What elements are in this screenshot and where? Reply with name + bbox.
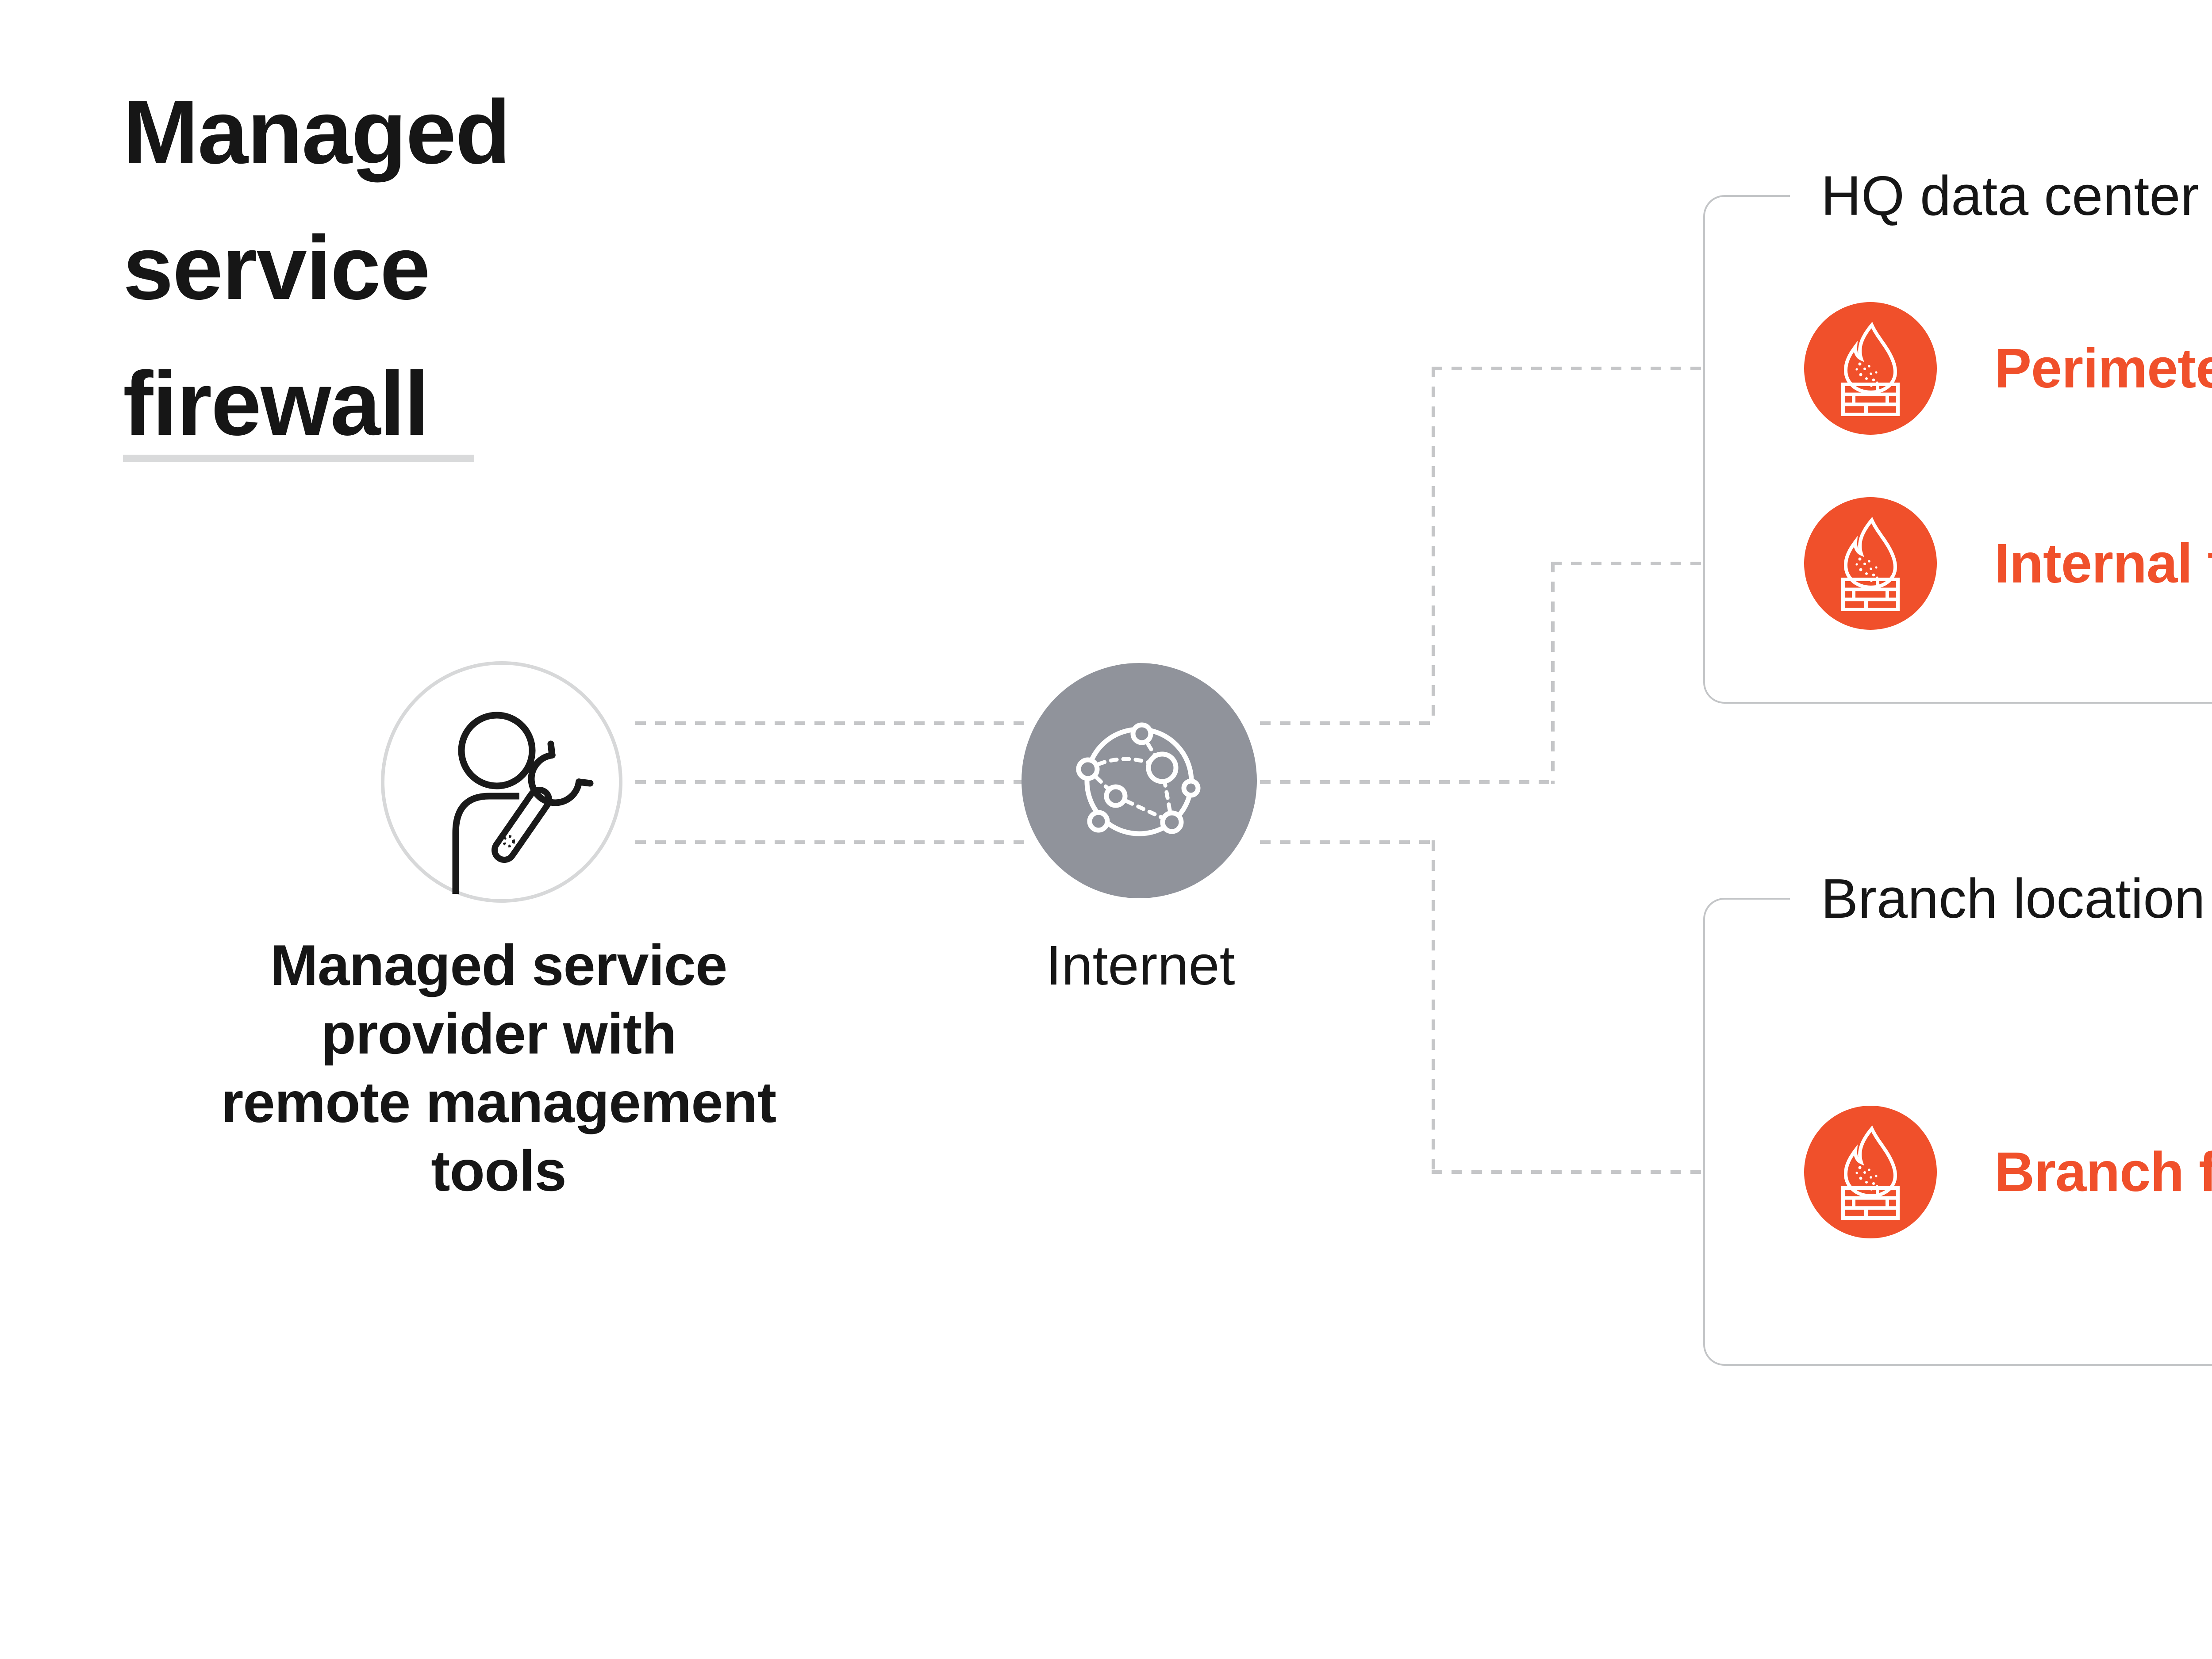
connector-internet-branch-h1 bbox=[1260, 840, 1435, 844]
msp-caption: Managed service provider with remote man… bbox=[221, 933, 777, 1203]
title-underline-rule bbox=[123, 455, 474, 462]
connector-internet-internal-h2 bbox=[1551, 562, 1792, 565]
branch-location-box bbox=[1703, 898, 2212, 1366]
perimeter-firewall-node bbox=[1804, 302, 1937, 435]
page-title: Managed service firewall bbox=[123, 81, 511, 454]
branch-firewalls-label: Branch firewalls bbox=[1994, 1141, 2212, 1203]
connector-internet-perimeter-h1 bbox=[1260, 721, 1435, 725]
connector-internet-perimeter-v bbox=[1432, 367, 1435, 725]
network-globe-icon bbox=[1076, 722, 1201, 836]
branch-box-label: Branch location bbox=[1790, 863, 2212, 935]
connector-internet-branch-v bbox=[1432, 840, 1435, 1174]
internet-node-circle bbox=[1022, 663, 1257, 898]
connector-person-internet-middle bbox=[635, 780, 1025, 784]
firewall-icon bbox=[1841, 517, 1900, 611]
firewall-icon bbox=[1841, 1125, 1900, 1220]
connector-internet-internal-v bbox=[1551, 562, 1555, 784]
internal-firewalls-label: Internal firewalls bbox=[1994, 532, 2212, 594]
technician-with-wrench-icon bbox=[452, 712, 594, 894]
hq-data-center-box bbox=[1703, 195, 2212, 704]
connector-person-internet-bottom bbox=[635, 840, 1025, 844]
internal-firewall-node bbox=[1804, 497, 1937, 630]
msp-node-circle bbox=[381, 661, 622, 903]
connector-internet-perimeter-h2 bbox=[1432, 367, 1792, 370]
hq-box-label: HQ data center bbox=[1790, 160, 2212, 232]
connector-person-internet-top bbox=[635, 721, 1025, 725]
firewall-icon bbox=[1841, 322, 1900, 416]
perimeter-firewalls-label: Perimeter firewalls bbox=[1994, 337, 2212, 399]
internet-label: Internet bbox=[1046, 934, 1235, 996]
connector-internet-internal-h1 bbox=[1260, 780, 1555, 784]
connector-internet-branch-h2 bbox=[1432, 1170, 1792, 1174]
branch-firewall-node bbox=[1804, 1106, 1937, 1238]
